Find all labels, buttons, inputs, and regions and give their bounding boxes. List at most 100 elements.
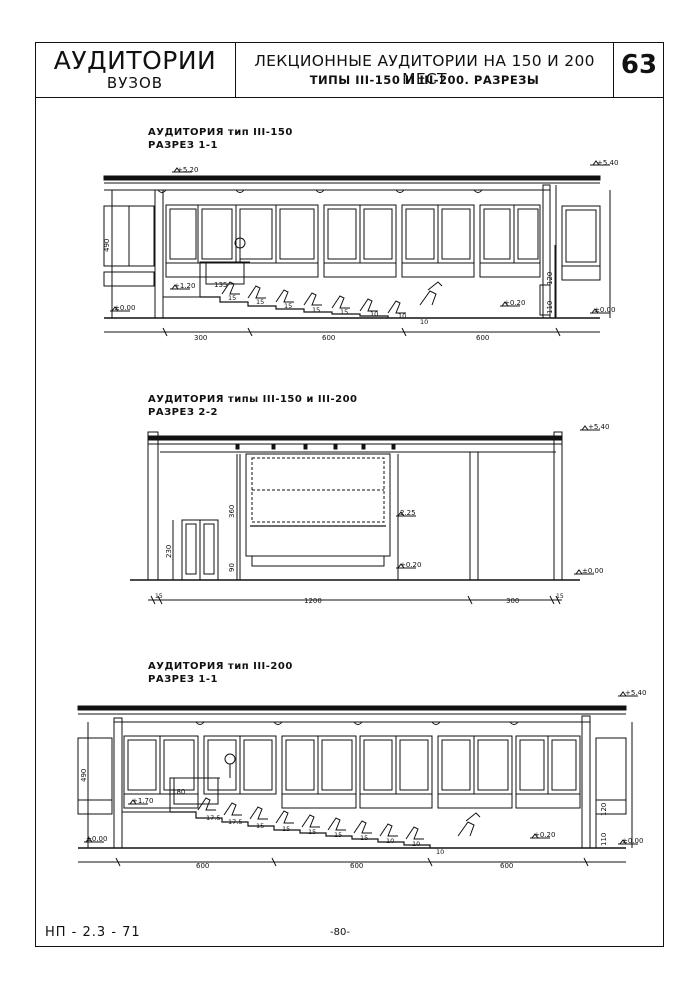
page-frame <box>35 42 664 947</box>
s3-height-sill: 110 <box>600 833 608 846</box>
title-block: АУДИТОРИИ ВУЗОВ ЛЕКЦИОННЫЕ АУДИТОРИИ НА … <box>35 42 664 98</box>
s3-height-right: 120 <box>600 803 608 816</box>
s2-level-marks <box>396 425 600 575</box>
s3-step-3: 15 <box>256 822 264 830</box>
s3-dim-1: 600 <box>196 862 209 870</box>
s1-height-sill: 110 <box>546 301 554 314</box>
s2-column-right <box>553 431 563 581</box>
s1-level-stage: +1.20 <box>174 282 195 290</box>
s3-step-6: 15 <box>334 831 342 839</box>
s1-step-4: 15 <box>312 306 320 314</box>
s1-level-top: +5.40 <box>597 159 618 167</box>
s3-stage <box>122 777 220 813</box>
s2-dim-4: 15 <box>556 593 564 600</box>
s1-step-6: 10 <box>370 310 378 318</box>
s2-ceiling-lights <box>235 443 396 450</box>
s1-step-7: 10 <box>398 312 406 320</box>
footer-page-number: -80- <box>330 927 350 938</box>
s2-column-left <box>147 431 159 581</box>
s3-step-1: 17.5 <box>206 814 220 822</box>
s1-dim-1: 300 <box>194 334 207 342</box>
s2-dim-2: 1200 <box>304 597 322 605</box>
s3-ceiling-beams <box>195 721 519 725</box>
s3-step-9: 10 <box>412 840 420 848</box>
series-title: АУДИТОРИИ <box>53 46 217 75</box>
s3-level-stage: +1.70 <box>132 797 153 805</box>
section1-caption-cut: РАЗРЕЗ 1-1 <box>148 140 218 151</box>
footer-code: НП - 2.3 - 71 <box>45 925 141 940</box>
section3-drawing: +5.40 ±0.00 +1.70 +0.20 ±0.00 490 120 11… <box>77 689 646 870</box>
s3-height-window: 490 <box>80 769 88 782</box>
section1-drawing: +5.40 +5.20 ±0.00 +1.20 +0.20 ±0.00 490 … <box>103 159 618 342</box>
s3-step-5: 15 <box>308 828 316 836</box>
s2-level-low: +0.20 <box>400 561 421 569</box>
s3-windows <box>123 735 627 815</box>
s2-height-base: 90 <box>228 563 236 572</box>
section3-caption: АУДИТОРИЯ тип III-200 РАЗРЕЗ 1-1 <box>148 660 293 686</box>
s2-screen-frame <box>245 453 391 557</box>
s1-step-2: 15 <box>256 298 264 306</box>
series-subtitle: ВУЗОВ <box>106 74 164 92</box>
s2-dimension-line <box>148 595 562 605</box>
s1-dimension-line <box>104 327 600 337</box>
s1-stepped-floor <box>200 296 389 318</box>
s3-level-top: +5.40 <box>625 689 646 697</box>
s2-height-screen: 360 <box>228 505 236 518</box>
s2-level-top: +5.40 <box>588 423 609 431</box>
sheet-title: ЛЕКЦИОННЫЕ АУДИТОРИИ НА 150 И 200 МЕСТ <box>254 52 595 88</box>
s3-roof-slab <box>77 705 627 711</box>
s3-step-4: 15 <box>282 825 290 833</box>
s2-stage <box>251 555 385 567</box>
sheet-number: 63 <box>620 50 658 80</box>
s2-dim-1: 15 <box>155 593 163 600</box>
section1-caption-title: АУДИТОРИЯ тип III-150 <box>148 127 293 138</box>
s1-level-right: ±0.00 <box>594 306 615 314</box>
page-number-cell <box>613 42 664 97</box>
s2-dim-3: 300 <box>506 597 519 605</box>
s3-stepped-floor <box>170 811 431 848</box>
section2-drawing: +5.40 2.25 +0.20 ±0.00 360 230 90 15 120… <box>130 423 609 605</box>
s3-level-low: +0.20 <box>534 831 555 839</box>
section1-caption: АУДИТОРИЯ тип III-150 РАЗРЕЗ 1-1 <box>148 126 293 152</box>
s3-dimension-line <box>78 857 626 867</box>
s3-step-7: 15 <box>360 834 368 842</box>
s3-column-left <box>113 717 123 849</box>
s1-height-right: 120 <box>546 272 554 285</box>
s1-level-ceiling: +5.20 <box>177 166 198 174</box>
section3-caption-cut: РАЗРЕЗ 1-1 <box>148 674 218 685</box>
s3-level-marks <box>84 691 638 848</box>
s3-step-8: 10 <box>386 837 394 845</box>
s1-lectern <box>205 261 245 285</box>
s2-level-mid: 2.25 <box>400 509 416 517</box>
s1-step-1: 15 <box>228 294 236 302</box>
s1-level-marks <box>110 160 611 318</box>
s1-level-floor: ±0.00 <box>114 304 135 312</box>
s1-column-left <box>154 189 164 319</box>
s2-height-door: 230 <box>165 545 173 558</box>
s1-height-stage: 135 <box>214 281 227 289</box>
s3-level-floor: ±0.00 <box>86 835 107 843</box>
s3-step-10: 10 <box>436 848 444 856</box>
s1-column-right <box>542 184 551 319</box>
s1-dim-3: 600 <box>476 334 489 342</box>
s1-level-low: +0.20 <box>504 299 525 307</box>
section3-caption-title: АУДИТОРИЯ тип III-200 <box>148 661 293 672</box>
s3-height-stage: 180 <box>172 788 185 796</box>
s1-ceiling-beams <box>157 189 483 193</box>
sheet-subtitle: ТИПЫ III-150 И III-200. РАЗРЕЗЫ <box>309 73 540 87</box>
s3-dim-2: 600 <box>350 862 363 870</box>
s3-column-right <box>581 715 591 849</box>
s2-column-mid <box>469 451 479 581</box>
section2-caption-title: АУДИТОРИЯ типы III-150 и III-200 <box>148 394 358 405</box>
s1-step-5: 15 <box>340 308 348 316</box>
s1-step-3: 15 <box>284 302 292 310</box>
s1-seats <box>221 281 443 314</box>
s1-windows <box>165 204 601 281</box>
section2-caption-cut: РАЗРЕЗ 2-2 <box>148 407 218 418</box>
s3-dim-3: 600 <box>500 862 513 870</box>
s1-dim-2: 600 <box>322 334 335 342</box>
section2-caption: АУДИТОРИЯ типы III-150 и III-200 РАЗРЕЗ … <box>148 393 358 419</box>
s2-roof-slab <box>147 435 563 441</box>
title-cell <box>35 42 236 97</box>
